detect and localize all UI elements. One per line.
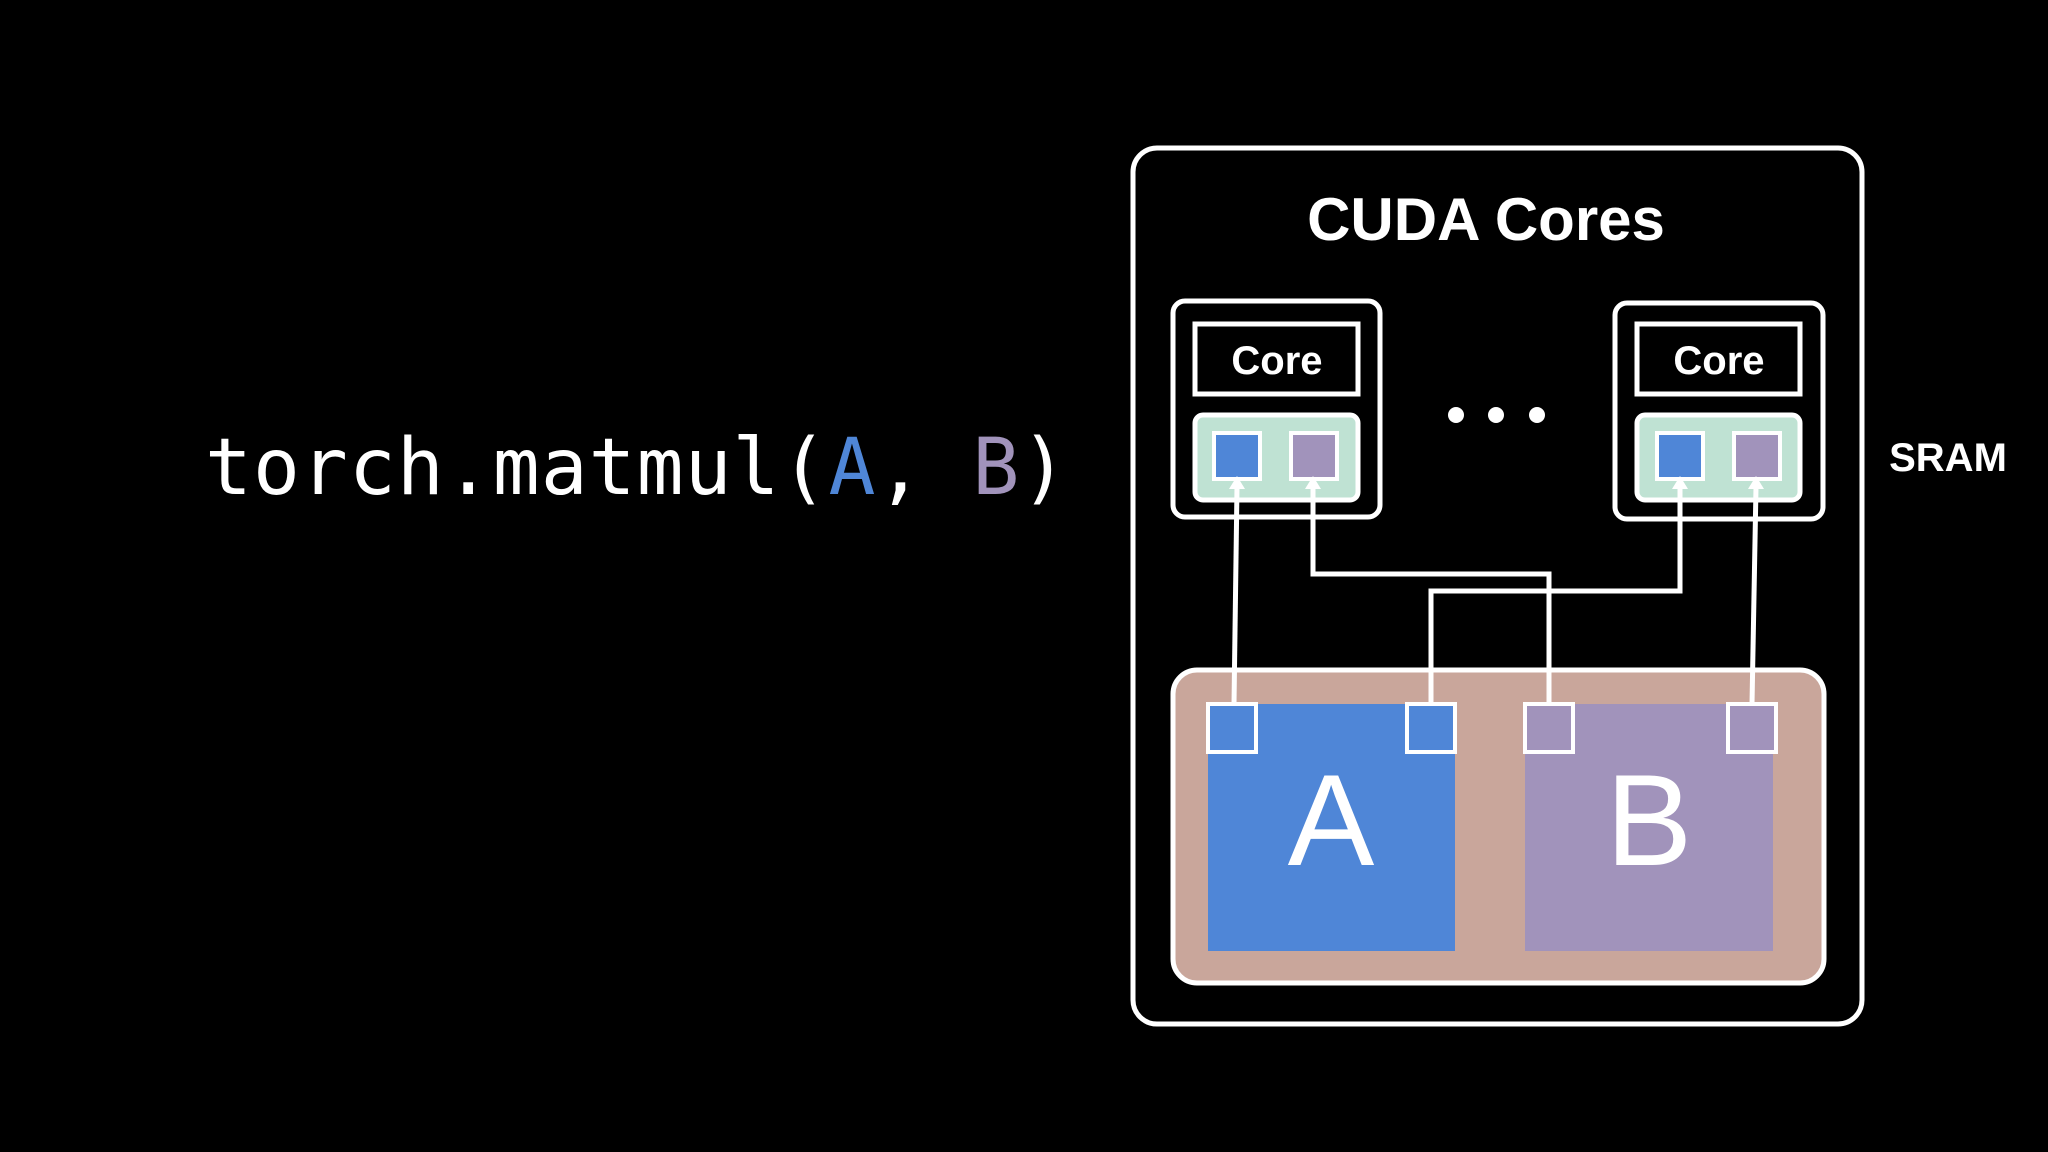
core-group-right bbox=[1612, 300, 1826, 522]
code-arg-a: A bbox=[828, 423, 877, 513]
code-separator: , bbox=[876, 423, 973, 513]
code-expression: torch.matmul(A, B) bbox=[205, 418, 1068, 518]
register-b-right bbox=[1732, 431, 1782, 481]
tile-b1 bbox=[1523, 702, 1575, 754]
tile-a2 bbox=[1405, 702, 1457, 754]
tile-a1 bbox=[1206, 702, 1258, 754]
arrowhead-left-a bbox=[1229, 476, 1245, 489]
core-box-right bbox=[1634, 321, 1803, 397]
register-a-left bbox=[1212, 431, 1262, 481]
code-arg-b: B bbox=[972, 423, 1021, 513]
arrowhead-right-b bbox=[1748, 476, 1764, 489]
code-suffix: ) bbox=[1020, 423, 1069, 513]
ellipsis-dot-2 bbox=[1488, 407, 1504, 423]
core-box-left bbox=[1192, 321, 1361, 397]
line-a1-to-left-core bbox=[1231, 486, 1240, 705]
arrowhead-right-a bbox=[1672, 476, 1688, 489]
cuda-cores-title: CUDA Cores bbox=[1307, 186, 1665, 253]
sram-label: SRAM bbox=[1889, 436, 2007, 480]
tile-b2 bbox=[1726, 702, 1778, 754]
ellipsis-dot-1 bbox=[1448, 407, 1464, 423]
register-a-right bbox=[1655, 431, 1705, 481]
line-a2-to-right-core bbox=[1428, 487, 1683, 704]
ellipsis-dot-3 bbox=[1529, 407, 1545, 423]
core-label-left: Core bbox=[1231, 339, 1322, 383]
core-group-left bbox=[1170, 298, 1383, 520]
register-b-left bbox=[1289, 431, 1339, 481]
matrix-a-label: A bbox=[1288, 747, 1375, 893]
line-b1-to-left-core bbox=[1310, 487, 1552, 704]
core-label-right: Core bbox=[1673, 339, 1764, 383]
line-b2-to-right-core bbox=[1749, 486, 1759, 705]
code-prefix: torch.matmul( bbox=[205, 423, 829, 513]
arrowhead-left-b bbox=[1305, 476, 1321, 489]
cuda-cores-frame bbox=[1130, 145, 1865, 1027]
matrix-b-label: B bbox=[1606, 747, 1693, 893]
